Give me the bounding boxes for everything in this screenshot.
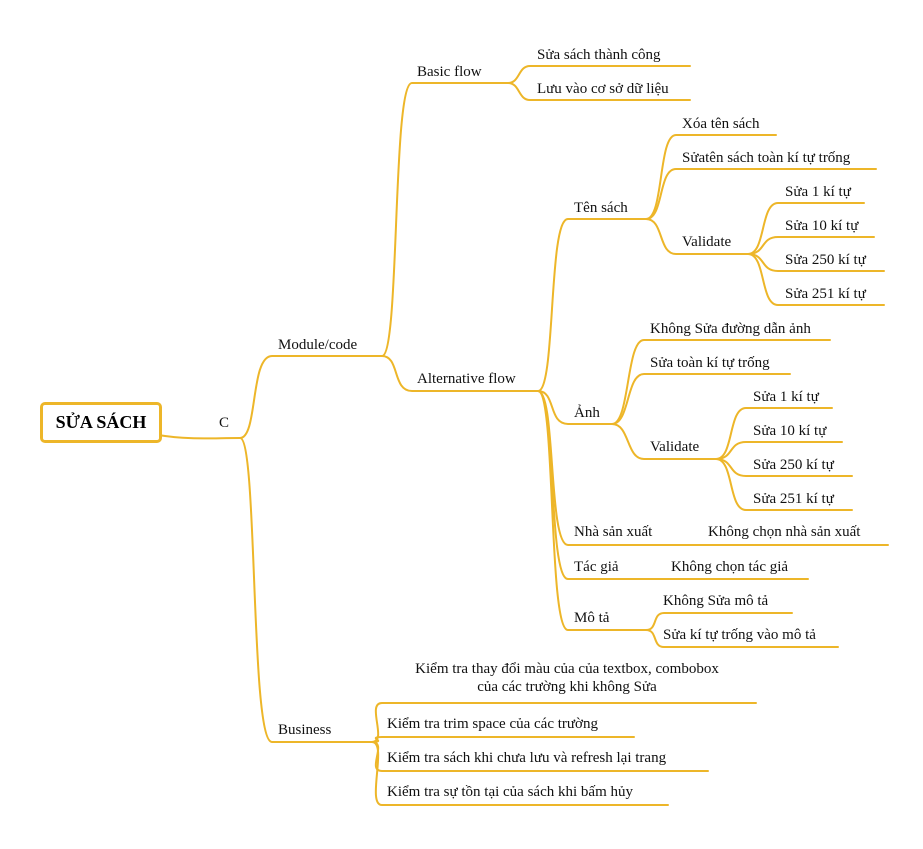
leaf-basic-1[interactable]: Sửa sách thành công: [537, 47, 661, 63]
node-business[interactable]: Business: [278, 722, 332, 738]
leaf-ten-sach-2[interactable]: Sửatên sách toàn kí tự trống: [682, 150, 851, 166]
connector-module: [239, 355, 383, 439]
leaf-mo-ta-2[interactable]: Sửa kí tự trống vào mô tả: [663, 627, 816, 643]
node-nha-san-xuat[interactable]: Nhà sản xuất: [574, 524, 653, 540]
leaf-ten-sach-validate-4[interactable]: Sửa 251 kí tự: [785, 286, 866, 302]
leaf-anh-1[interactable]: Không Sửa đường dẫn ảnh: [650, 321, 811, 337]
node-basic-flow[interactable]: Basic flow: [417, 64, 482, 80]
node-tac-gia[interactable]: Tác giả: [574, 559, 619, 575]
leaf-business-1-line1: Kiểm tra thay đổi màu của của textbox, c…: [415, 661, 719, 677]
node-anh[interactable]: Ảnh: [574, 405, 600, 421]
node-ten-sach-validate[interactable]: Validate: [682, 234, 732, 250]
leaf-business-2[interactable]: Kiểm tra trim space của các trường: [387, 716, 598, 732]
leaf-business-3[interactable]: Kiểm tra sách khi chưa lưu và refresh lạ…: [387, 750, 667, 766]
node-mo-ta[interactable]: Mô tả: [574, 610, 610, 626]
leaf-ten-sach-validate-2[interactable]: Sửa 10 kí tự: [785, 218, 859, 234]
leaf-basic-2[interactable]: Lưu vào cơ sở dữ liệu: [537, 81, 669, 97]
leaf-anh-2[interactable]: Sửa toàn kí tự trống: [650, 355, 770, 371]
leaf-anh-validate-4[interactable]: Sửa 251 kí tự: [753, 491, 834, 507]
leaf-business-1[interactable]: Kiểm tra thay đổi màu của của textbox, c…: [387, 660, 747, 696]
connector-business: [239, 437, 373, 743]
leaf-anh-validate-1[interactable]: Sửa 1 kí tự: [753, 389, 819, 405]
leaf-anh-validate-2[interactable]: Sửa 10 kí tự: [753, 423, 827, 439]
leaf-nha-san-xuat-1[interactable]: Không chọn nhà sản xuất: [708, 524, 861, 540]
leaf-mo-ta-1[interactable]: Không Sửa mô tả: [663, 593, 769, 609]
node-ten-sach[interactable]: Tên sách: [574, 200, 628, 216]
leaf-tac-gia-1[interactable]: Không chọn tác giả: [671, 559, 789, 575]
connector-basic: [381, 82, 509, 357]
root-node[interactable]: SỬA SÁCH: [40, 402, 162, 443]
leaf-business-4[interactable]: Kiểm tra sự tồn tại của sách khi bấm hủy: [387, 784, 633, 800]
node-alternative-flow[interactable]: Alternative flow: [417, 371, 516, 387]
leaf-ten-sach-validate-1[interactable]: Sửa 1 kí tự: [785, 184, 851, 200]
leaf-business-1-line2: của các trường khi không Sửa: [477, 679, 657, 695]
leaf-ten-sach-validate-3[interactable]: Sửa 250 kí tự: [785, 252, 866, 268]
leaf-ten-sach-1[interactable]: Xóa tên sách: [682, 116, 760, 132]
connector-alt: [381, 355, 539, 392]
leaf-anh-validate-3[interactable]: Sửa 250 kí tự: [753, 457, 834, 473]
node-anh-validate[interactable]: Validate: [650, 439, 700, 455]
node-module-code[interactable]: Module/code: [278, 337, 358, 353]
c-label: C: [219, 415, 230, 431]
connector-root: [157, 434, 241, 440]
